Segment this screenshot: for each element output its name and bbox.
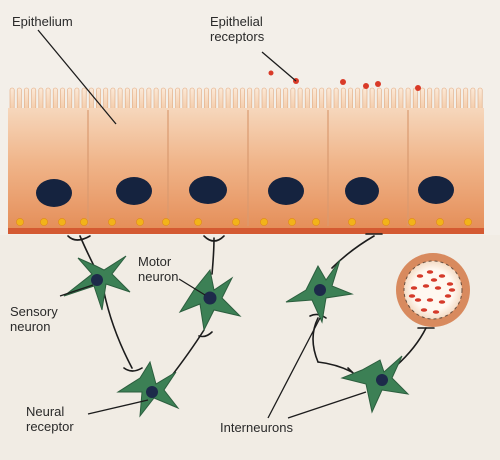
granule-icon xyxy=(80,218,88,226)
label-motor-neuron: Motor neuron xyxy=(138,254,178,284)
red-blood-cell-icon xyxy=(434,286,442,290)
label-epithelial-receptors-line1: Epithelial xyxy=(210,14,263,29)
granule-icon xyxy=(162,218,170,226)
red-blood-cell-icon xyxy=(438,274,446,278)
granule-icon xyxy=(312,218,320,226)
red-blood-cell-icon xyxy=(422,284,430,288)
red-blood-cell-icon xyxy=(410,286,418,290)
epithelium-layer xyxy=(8,108,484,228)
granule-icon xyxy=(288,218,296,226)
red-blood-cell-icon xyxy=(446,282,454,286)
red-blood-cell-icon xyxy=(408,294,416,298)
granule-icon xyxy=(136,218,144,226)
granule-icon xyxy=(382,218,390,226)
red-blood-cell-icon xyxy=(420,308,428,312)
label-neural-receptor-line2: receptor xyxy=(26,419,74,434)
granule-icon xyxy=(464,218,472,226)
granule-icon xyxy=(58,218,66,226)
red-blood-cell-icon xyxy=(448,288,456,292)
label-sensory-neuron-line2: neuron xyxy=(10,319,51,334)
basement-membrane xyxy=(8,228,484,234)
label-sensory-neuron-line1: Sensory xyxy=(10,304,58,319)
neuron-cell-icon xyxy=(340,355,410,414)
neuron-nuclei xyxy=(91,274,388,398)
granule-icon xyxy=(408,218,416,226)
red-blood-cell-icon xyxy=(432,310,440,314)
epithelial-nucleus-icon xyxy=(189,176,227,204)
granule-icon xyxy=(108,218,116,226)
secretory-granules xyxy=(16,218,472,226)
cell-borders xyxy=(87,110,409,226)
granule-icon xyxy=(436,218,444,226)
receptor-particle-icon xyxy=(268,70,274,76)
red-blood-cell-icon xyxy=(426,270,434,274)
label-neural-receptor: Neural receptor xyxy=(26,404,74,434)
label-interneurons: Interneurons xyxy=(220,420,293,435)
receptor-particle-icon xyxy=(363,83,369,89)
granule-icon xyxy=(40,218,48,226)
epithelial-receptor-particles xyxy=(268,70,421,91)
red-blood-cell-icon xyxy=(430,278,438,282)
label-sensory-neuron: Sensory neuron xyxy=(10,304,58,334)
granule-icon xyxy=(260,218,268,226)
blood-vessel-icon xyxy=(396,253,470,327)
receptor-particle-icon xyxy=(415,85,421,91)
label-epithelial-receptors-line2: receptors xyxy=(210,29,265,44)
receptor-particle-icon xyxy=(375,81,381,87)
granule-icon xyxy=(232,218,240,226)
leader-lines xyxy=(37,29,367,419)
red-blood-cell-icon xyxy=(416,274,424,278)
epithelial-nucleus-icon xyxy=(268,177,304,205)
label-epithelial-receptors: Epithelial receptors xyxy=(210,14,264,44)
label-motor-neuron-line2: neuron xyxy=(138,269,179,284)
granule-icon xyxy=(348,218,356,226)
epithelial-nucleus-icon xyxy=(418,176,454,204)
red-blood-cell-icon xyxy=(426,298,434,302)
label-neural-receptor-line1: Neural xyxy=(26,404,65,419)
epithelial-nucleus-icon xyxy=(116,177,152,205)
granule-icon xyxy=(16,218,24,226)
epithelial-nuclei xyxy=(36,176,454,207)
label-epithelium: Epithelium xyxy=(12,14,73,29)
red-blood-cell-icon xyxy=(438,300,446,304)
red-blood-cell-icon xyxy=(444,294,452,298)
label-motor-neuron-line1: Motor xyxy=(138,254,172,269)
receptor-particle-icon xyxy=(340,79,346,85)
epithelial-nucleus-icon xyxy=(36,179,72,207)
granule-icon xyxy=(194,218,202,226)
epithelial-nucleus-icon xyxy=(345,177,379,205)
red-blood-cell-icon xyxy=(414,298,422,302)
